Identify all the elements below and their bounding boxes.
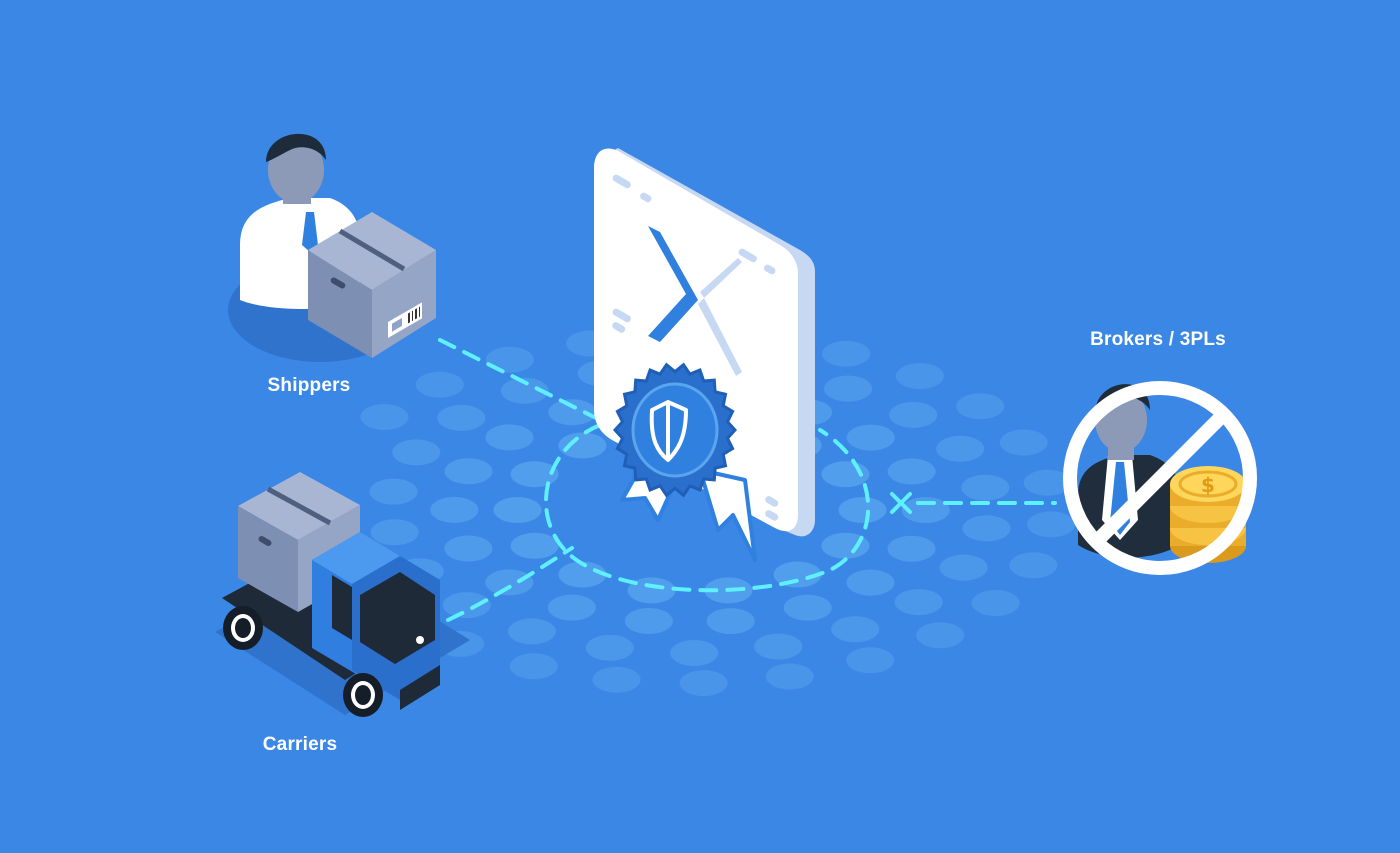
shipper-hair	[266, 133, 326, 162]
decor-dot	[936, 435, 985, 462]
brand-logo	[648, 226, 742, 376]
decor-dot	[821, 532, 870, 559]
decor-dot	[547, 594, 596, 621]
decor-dot	[500, 377, 549, 404]
decor-dot	[444, 458, 493, 485]
decor-dot	[627, 577, 676, 604]
decor-dot	[846, 647, 895, 674]
decor-dot	[507, 618, 556, 645]
decor-dot	[442, 592, 491, 619]
svg-text:$: $	[1201, 473, 1215, 497]
decor-dot	[1023, 469, 1072, 496]
truck-cab	[312, 532, 440, 710]
decor-dot	[1027, 511, 1075, 538]
decor-dot	[765, 663, 814, 690]
truck-wheels	[223, 606, 383, 717]
center-loop	[544, 423, 871, 593]
decor-dot	[901, 497, 950, 524]
decor-dot	[510, 461, 559, 488]
decor-dot	[624, 608, 673, 634]
decor-dot	[961, 474, 1010, 501]
decor-dot	[846, 424, 895, 451]
decor-dot	[430, 496, 479, 523]
decor-dot	[360, 404, 409, 430]
brokers-label: Brokers / 3PLs	[1090, 329, 1226, 350]
decor-dot	[773, 561, 822, 588]
card-slots	[612, 174, 779, 521]
decor-dot	[1009, 552, 1058, 579]
decor-dot	[916, 622, 965, 649]
decor-dot	[679, 670, 728, 697]
decor-dot	[548, 399, 597, 426]
decor-dot	[824, 375, 873, 402]
decor-dot	[889, 401, 938, 428]
decor-dot	[485, 424, 534, 451]
blocked-mark	[890, 492, 912, 514]
decor-dot	[437, 404, 486, 431]
carriers-label: Carriers	[262, 734, 338, 755]
prohibited-icon	[1063, 381, 1257, 575]
decor-dot	[585, 634, 634, 661]
decor-dot	[509, 653, 558, 680]
decor-dot	[956, 393, 1005, 420]
truck-icon	[215, 472, 470, 717]
decor-dot	[415, 371, 464, 398]
decor-dot	[783, 594, 832, 621]
decor-dot	[444, 535, 493, 562]
decor-dot	[831, 616, 880, 643]
carrier-connector	[446, 546, 574, 622]
decor-dot	[895, 363, 944, 390]
decor-dot	[971, 590, 1020, 616]
decor-dot	[706, 608, 755, 635]
shipper-tie	[302, 212, 318, 252]
certificate-icon	[594, 148, 815, 562]
decor-dot	[939, 554, 988, 581]
decor-dot	[493, 497, 542, 523]
shield-icon	[649, 400, 688, 462]
decor-dot	[592, 666, 641, 693]
decor-dot	[754, 633, 803, 660]
shipper-figure	[228, 133, 436, 362]
decor-dot	[894, 589, 943, 616]
shippers-label: Shippers	[267, 375, 351, 396]
decor-dot	[846, 569, 895, 596]
broker-figure: $	[1063, 381, 1257, 575]
decor-dot	[670, 640, 719, 666]
decor-dot	[887, 458, 936, 485]
decor-dot	[392, 439, 441, 466]
decor-dot	[822, 340, 871, 367]
decor-dot	[370, 519, 419, 546]
decor-dot	[999, 429, 1048, 456]
decor-dot	[887, 535, 936, 562]
box-icon	[308, 212, 436, 358]
decor-dot	[485, 346, 534, 373]
decor-dot	[369, 478, 418, 505]
decor-dot	[510, 532, 559, 559]
dot-field	[360, 323, 1075, 697]
decor-dot	[962, 515, 1011, 542]
decor-dot	[558, 561, 607, 588]
decor-dot	[558, 432, 607, 459]
decor-dot	[485, 569, 534, 596]
decor-dot	[838, 497, 887, 523]
